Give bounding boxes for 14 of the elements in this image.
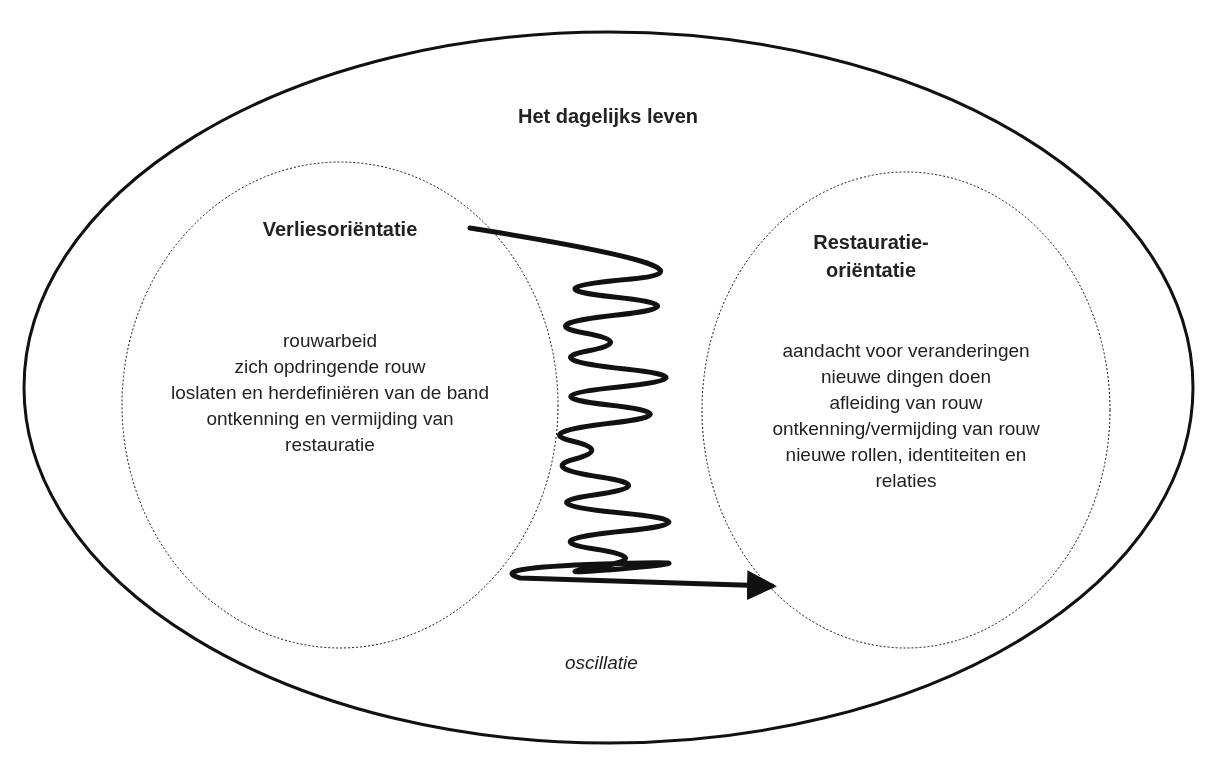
list-item-text: nieuwe dingen doen bbox=[819, 365, 993, 389]
list-item-text: zich opdringende rouw bbox=[233, 355, 427, 379]
list-item-text: ontkenning en vermijding van restauratie bbox=[205, 407, 455, 457]
list-item-text: aandacht voor veranderingen bbox=[781, 339, 1031, 363]
list-item-text: rouwarbeid bbox=[282, 329, 378, 353]
list-item-text: afleiding van rouw bbox=[828, 391, 984, 415]
heading-text: Het dagelijks leven bbox=[516, 104, 700, 129]
zigzag-arrow bbox=[467, 225, 777, 601]
heading-text: Verliesoriëntatie bbox=[261, 217, 419, 242]
heading-text: Restauratie-oriëntatie bbox=[812, 230, 930, 283]
list-item-text: loslaten en herdefiniëren van de band bbox=[170, 381, 490, 405]
annotation-text: oscillatie bbox=[565, 652, 638, 674]
list-item-text: ontkenning/vermijding van rouw bbox=[771, 417, 1041, 441]
list-item-text: nieuwe rollen, identiteiten en relaties bbox=[784, 443, 1028, 493]
